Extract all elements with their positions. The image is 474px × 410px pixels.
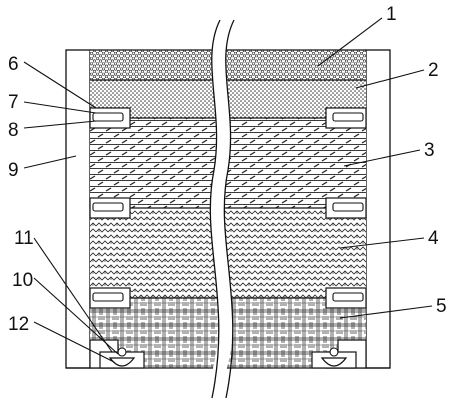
callout-8: 8: [8, 120, 19, 141]
layer-1-hex: [90, 50, 366, 80]
callout-6: 6: [8, 54, 19, 75]
connector-left-1: [89, 107, 131, 129]
connector-left-3: [89, 287, 131, 309]
left-wall: [65, 49, 91, 369]
leader-lines: [23, 17, 433, 363]
callout-1: 1: [386, 4, 397, 25]
right-connectors: [325, 107, 367, 309]
callout-5: 5: [436, 296, 447, 317]
connector-right-3: [325, 287, 367, 309]
dome-knob-right: [329, 347, 339, 357]
bottom-base: [89, 339, 367, 369]
callout-10: 10: [12, 270, 33, 291]
left-connectors: [89, 107, 131, 309]
connector-right-2: [325, 197, 367, 219]
right-wall: [365, 49, 391, 369]
callout-4: 4: [428, 228, 439, 249]
dome-fixture-right: [320, 357, 348, 367]
callout-labels: 1 2 3 4 5 6 7 8 9 11 10 12: [8, 4, 447, 335]
callout-12: 12: [8, 314, 29, 335]
callout-3: 3: [424, 140, 435, 161]
callout-2: 2: [428, 60, 439, 81]
connector-right-1: [325, 107, 367, 129]
callout-11: 11: [14, 228, 34, 249]
dome-knob-left: [117, 347, 127, 357]
connector-left-2: [89, 197, 131, 219]
break-lines: [209, 19, 235, 399]
callout-7: 7: [8, 92, 19, 113]
callout-9: 9: [8, 160, 19, 181]
